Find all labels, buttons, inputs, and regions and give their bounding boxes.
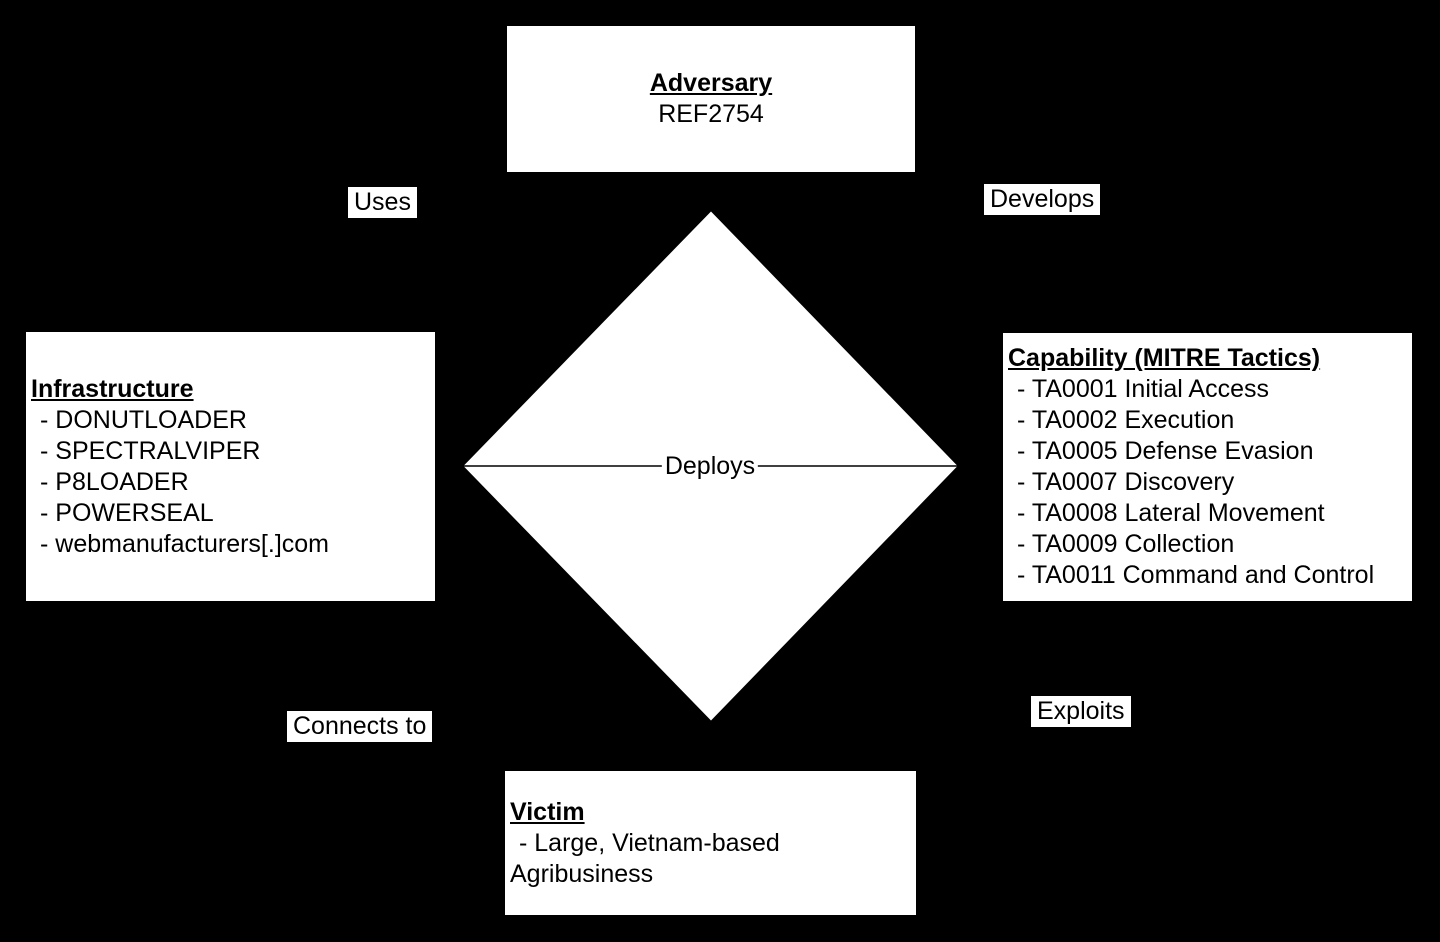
- infrastructure-item: - POWERSEAL: [40, 498, 214, 527]
- connects-to-edge-label: Connects to: [287, 711, 433, 742]
- infrastructure-item: - DONUTLOADER: [40, 405, 247, 434]
- adversary-title: Adversary: [649, 69, 773, 97]
- infrastructure-item: - webmanufacturers[.]com: [40, 529, 329, 558]
- exploits-edge-label: Exploits: [1031, 696, 1131, 727]
- deploys-edge-label: Deploys: [661, 451, 759, 481]
- exploits-edge-line: [807, 602, 1028, 770]
- develops-edge-label: Develops: [984, 184, 1101, 215]
- capability-item: - TA0007 Discovery: [1017, 468, 1235, 496]
- infrastructure-title: Infrastructure: [31, 374, 194, 403]
- capability-item: - TA0001 Initial Access: [1017, 375, 1269, 403]
- infrastructure-item: - SPECTRALVIPER: [40, 436, 261, 465]
- infrastructure-item: - P8LOADER: [40, 467, 189, 496]
- connects-to-edge-line: [403, 602, 617, 770]
- adversary-node: Adversary REF2754: [505, 24, 917, 174]
- capability-node: Capability (MITRE Tactics) - TA0001 Init…: [1001, 331, 1414, 603]
- uses-edge-line: [407, 173, 614, 331]
- develops-edge-line: [811, 173, 1025, 332]
- adversary-ref: REF2754: [658, 100, 764, 128]
- capability-title: Capability (MITRE Tactics): [1008, 344, 1321, 372]
- capability-item: - TA0008 Lateral Movement: [1017, 499, 1325, 527]
- capability-item: - TA0005 Defense Evasion: [1017, 437, 1314, 465]
- infrastructure-node: Infrastructure - DONUTLOADER - SPECTRALV…: [24, 330, 437, 603]
- capability-item: - TA0009 Collection: [1017, 530, 1235, 558]
- victim-item: - Large, Vietnam-based Agribusiness: [510, 828, 780, 888]
- victim-node: Victim - Large, Vietnam-based Agribusine…: [503, 769, 918, 917]
- capability-item: - TA0011 Command and Control: [1017, 561, 1375, 589]
- victim-title: Victim: [510, 797, 585, 826]
- uses-edge-label: Uses: [348, 187, 417, 218]
- capability-item: - TA0002 Execution: [1017, 406, 1235, 434]
